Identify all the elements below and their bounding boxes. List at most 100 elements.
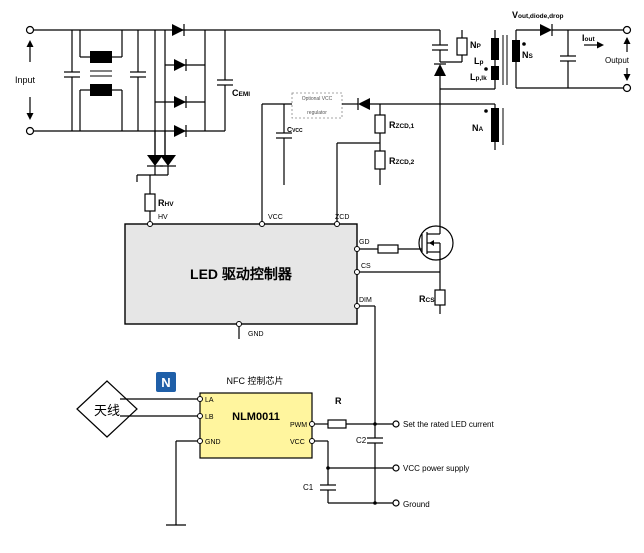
r-label: R — [335, 396, 342, 406]
mosfet-switch — [418, 225, 454, 261]
secondary-dot — [522, 42, 526, 46]
v-out-label: Vout,diode,drop — [512, 10, 564, 20]
gate-resistor — [377, 244, 399, 254]
input-arrow-down-head — [26, 113, 34, 120]
auxiliary-winding-na — [491, 108, 499, 142]
r-zcd1-resistor — [374, 114, 386, 134]
pin-hv-label: HV — [158, 214, 168, 221]
hv-startup-section: RHV — [136, 131, 176, 224]
rated-current-terminal — [392, 420, 400, 428]
input-terminal-bottom — [25, 126, 35, 136]
pwm-resistor — [327, 419, 347, 429]
input-label: Input — [15, 75, 36, 85]
l-p-label: Lp — [474, 56, 484, 66]
bridge-diode-1 — [172, 24, 184, 36]
auxiliary-dot — [484, 109, 488, 113]
nfc-logo-icon — [156, 372, 176, 392]
zcd-section: RZCD,1 RZCD,2 — [336, 104, 415, 224]
pin-gnd-label: GND — [248, 331, 264, 338]
bridge-diode-4 — [174, 125, 186, 137]
power-switch-section: RCS — [360, 225, 454, 314]
leakage-inductance — [491, 66, 499, 80]
pin-pwm — [309, 421, 315, 427]
r-cs-resistor — [434, 289, 446, 306]
pin-zcd — [334, 221, 340, 227]
output-diode — [540, 24, 552, 36]
r-cs-label: RCS — [419, 294, 435, 304]
pin-vcc — [259, 221, 265, 227]
output-section: NS Vout,diode,drop Iout Output — [512, 10, 632, 93]
secondary-winding-ns — [512, 40, 520, 62]
primary-winding-np — [491, 38, 499, 60]
output-terminal-bottom — [622, 83, 632, 93]
nfc-chip-name: NLM0011 — [232, 411, 280, 423]
pin-cs-label: CS — [361, 263, 371, 270]
pin-nfc-vcc — [309, 438, 315, 444]
pin-gnd — [236, 321, 242, 327]
optional-vcc-regulator — [291, 92, 343, 119]
pin-lb — [197, 413, 203, 419]
input-section: Input — [15, 25, 440, 136]
l-plk-label: Lp,lk — [470, 72, 487, 82]
pin-pwm-label: PWM — [290, 422, 307, 429]
snubber-diode — [434, 64, 446, 76]
r-hv-label: RHV — [158, 198, 174, 208]
input-terminal-top — [25, 25, 35, 35]
antenna-icon — [76, 380, 138, 438]
bridge-rectifier: CEMI — [154, 24, 250, 165]
pin-zcd-label: ZCD — [335, 214, 349, 221]
pin-la-label: LA — [205, 397, 214, 404]
ground-terminal — [392, 499, 400, 507]
pin-vcc-label: VCC — [268, 214, 283, 221]
pin-gd-label: GD — [359, 239, 370, 246]
hv-diode-1 — [147, 155, 163, 166]
r-zcd2-label: RZCD,2 — [389, 156, 415, 166]
output-label: Output — [605, 56, 630, 65]
pin-gd — [354, 246, 360, 252]
pin-nfc-vcc-label: VCC — [290, 439, 305, 446]
c-vcc-label: CVCC — [287, 127, 303, 134]
r-zcd1-label: RZCD,1 — [389, 120, 415, 130]
pin-dim-label: DIM — [359, 297, 372, 304]
snubber-resistor — [456, 37, 468, 56]
pin-lb-label: LB — [205, 414, 214, 421]
ground-label: Ground — [403, 500, 430, 509]
pin-la — [197, 396, 203, 402]
c1-label: C1 — [303, 483, 314, 492]
common-mode-choke-bottom — [90, 84, 112, 96]
nfc-title: NFC 控制芯片 — [227, 375, 284, 386]
pin-nfc-gnd-label: GND — [205, 439, 221, 446]
pin-dim — [354, 303, 360, 309]
i-out-label: Iout — [582, 33, 595, 43]
input-arrow-up-head — [26, 40, 34, 47]
led-driver-controller: LED 驱动控制器 HV VCC ZCD GD CS DIM GND — [124, 214, 372, 339]
output-terminal-top — [622, 25, 632, 35]
r-zcd2-resistor — [374, 150, 386, 170]
transformer-primary: NP Lp Lp,lk NA — [432, 30, 508, 230]
auxiliary-diode — [358, 98, 370, 110]
r-hv-resistor — [144, 193, 156, 212]
led-driver-title: LED 驱动控制器 — [190, 266, 293, 282]
c2-label: C2 — [356, 436, 367, 445]
common-mode-choke-top — [90, 51, 112, 63]
vcc-section: CVCC Optional VCC regulator — [261, 92, 480, 224]
antenna-label: 天线 — [94, 403, 120, 418]
pin-cs — [354, 269, 360, 275]
vcc-supply-label: VCC power supply — [403, 464, 469, 473]
pin-nfc-gnd — [197, 438, 203, 444]
vcc-supply-terminal — [392, 464, 400, 472]
c-emi-label: CEMI — [232, 88, 250, 98]
hv-diode-2 — [160, 155, 176, 166]
n-p-label: NP — [470, 40, 482, 50]
primary-dot — [484, 67, 488, 71]
nfc-logo-text: N — [161, 375, 170, 390]
n-a-label: NA — [472, 123, 484, 133]
pin-hv — [147, 221, 153, 227]
regulator-label: regulator — [307, 110, 327, 116]
n-s-label: NS — [522, 50, 534, 60]
rated-current-label: Set the rated LED current — [403, 420, 494, 429]
nfc-section: N NFC 控制芯片 天线 NLM0011 LA LB GND PWM VCC … — [76, 305, 494, 526]
optional-vcc-label: Optional VCC — [302, 96, 333, 102]
